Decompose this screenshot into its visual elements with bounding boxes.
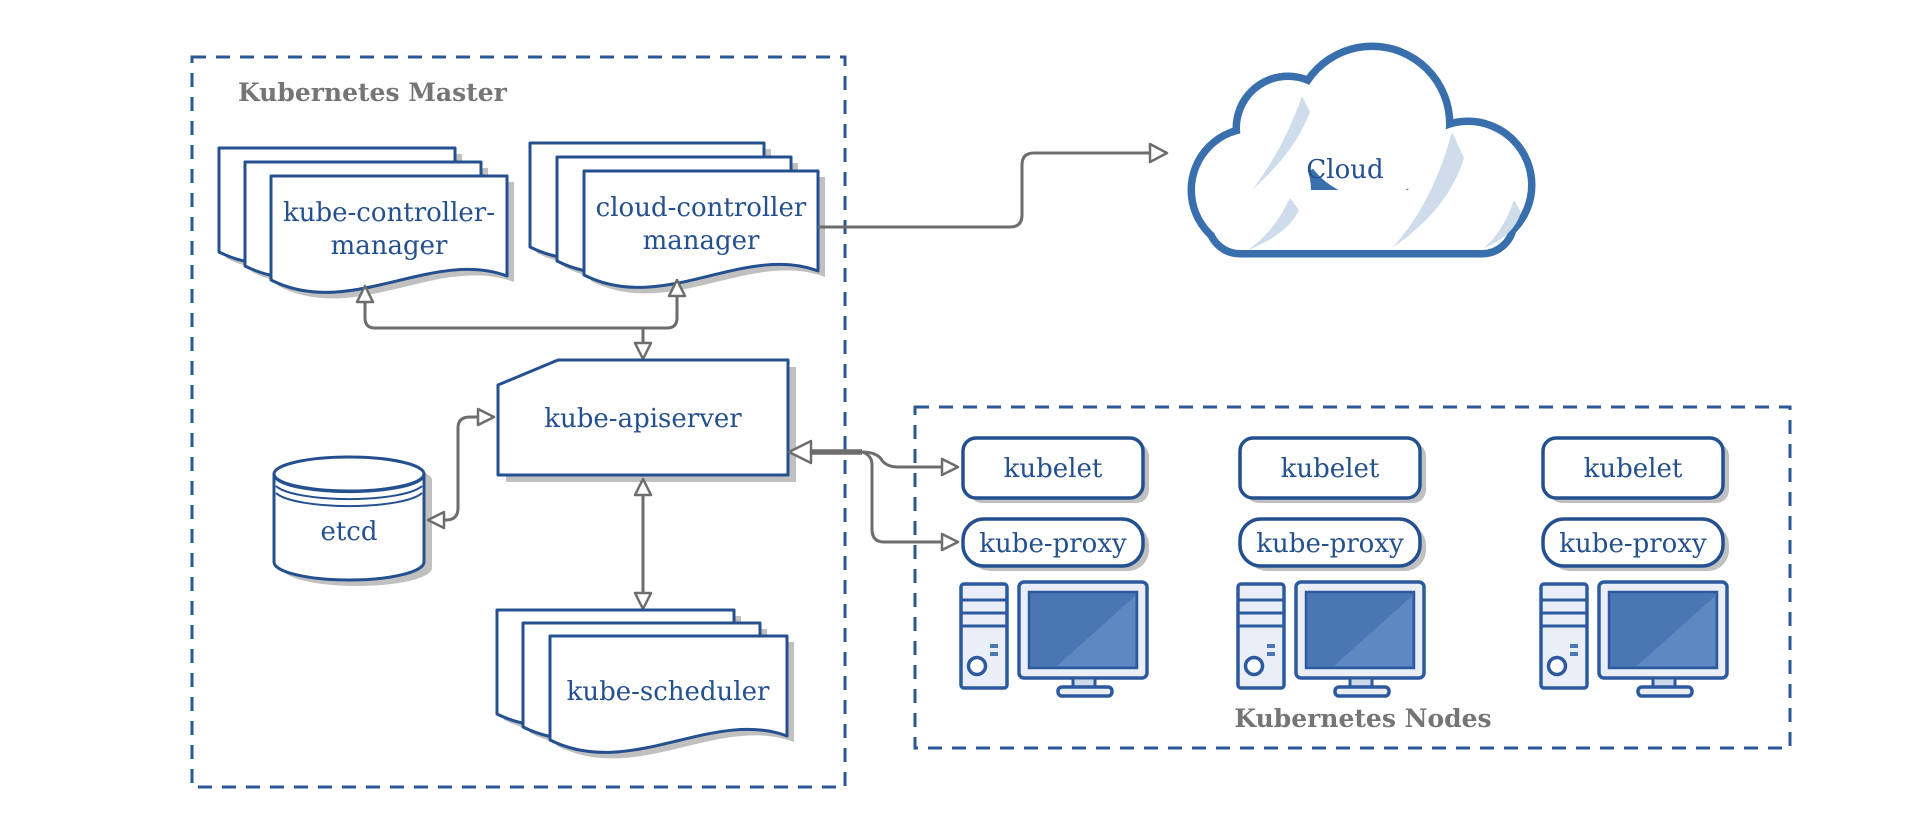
kube-controller-manager-node: kube-controller- manager	[217, 146, 514, 299]
tower-icon	[1236, 582, 1286, 690]
arrowhead-up-kube-controller	[355, 284, 375, 304]
etcd-node: etcd	[272, 455, 432, 586]
monitor-icon	[1294, 580, 1426, 698]
kubelet-box	[1238, 436, 1422, 500]
kube-proxy-box	[1238, 517, 1422, 568]
cloud-controller-manager-node: cloud-controller manager	[528, 141, 825, 294]
kubelet-label: kubelet	[1281, 454, 1380, 484]
arrow-apiserver-nodes	[787, 439, 960, 552]
node-column-3: kubelet kube-proxy	[1539, 436, 1729, 698]
kubelet-box	[961, 436, 1145, 500]
node-column-1: kubelet kube-proxy	[959, 436, 1149, 698]
etcd-label: etcd	[320, 517, 377, 547]
tower-icon	[959, 582, 1009, 690]
cloud-controller-manager-label-line1: cloud-controller	[596, 193, 807, 223]
cloud-crescent	[1252, 96, 1310, 190]
arrow-cloudcontroller-cloud	[818, 142, 1169, 229]
arrowhead-left-apiserver	[787, 439, 813, 465]
computer-icon	[959, 580, 1149, 698]
arrowhead-up-cloud-controller	[667, 278, 687, 298]
nodes-boundary-box	[913, 405, 1792, 750]
arrowhead-up-apiserver	[633, 477, 653, 497]
monitor-icon	[1597, 580, 1729, 698]
cloud-crescent	[1392, 132, 1464, 248]
cloud-label: Cloud	[1306, 155, 1383, 185]
kube-apiserver-node: kube-apiserver	[496, 358, 796, 482]
kube-proxy-label: kube-proxy	[1559, 529, 1707, 559]
arrow-controllers-apiserver	[355, 278, 687, 361]
arrow-etcd-apiserver	[426, 407, 496, 530]
computer-icon	[1236, 580, 1426, 698]
cloud-crescent	[1484, 200, 1521, 248]
kube-scheduler-node: kube-scheduler	[495, 608, 794, 759]
kube-proxy-box	[961, 517, 1145, 568]
kube-apiserver-label: kube-apiserver	[544, 404, 742, 434]
monitor-icon	[1017, 580, 1149, 698]
kube-controller-manager-label-line2: manager	[331, 231, 448, 261]
cloud-controller-manager-label-line2: manager	[643, 226, 760, 256]
node-column-2: kubelet kube-proxy	[1236, 436, 1426, 698]
computer-icon	[1539, 580, 1729, 698]
kube-scheduler-label: kube-scheduler	[567, 677, 770, 707]
master-label: Kubernetes Master	[238, 78, 508, 107]
kube-proxy-label: kube-proxy	[1256, 529, 1404, 559]
arrowhead-right-apiserver	[476, 407, 496, 427]
cloud-node: Cloud	[1195, 50, 1528, 250]
cloud-crescent	[1248, 198, 1299, 250]
kubelet-box	[1541, 436, 1725, 500]
kubelet-label: kubelet	[1584, 454, 1683, 484]
cloud-shape	[1195, 50, 1528, 250]
arrowhead-down-scheduler	[633, 591, 653, 611]
kubelet-label: kubelet	[1004, 454, 1103, 484]
arrowhead-left-etcd	[426, 510, 446, 530]
arrowhead-right-cloud	[1148, 142, 1169, 164]
kube-proxy-label: kube-proxy	[979, 529, 1127, 559]
arrowhead-right-kube-proxy	[940, 532, 960, 552]
kube-controller-manager-label-line1: kube-controller-	[283, 198, 495, 228]
arrow-apiserver-scheduler	[633, 477, 653, 611]
tower-icon	[1539, 582, 1589, 690]
arrowhead-down-apiserver	[633, 341, 653, 361]
arrowhead-right-kubelet	[940, 457, 960, 477]
nodes-label: Kubernetes Nodes	[1234, 704, 1491, 733]
kube-proxy-box	[1541, 517, 1725, 568]
master-boundary-box	[190, 55, 847, 789]
